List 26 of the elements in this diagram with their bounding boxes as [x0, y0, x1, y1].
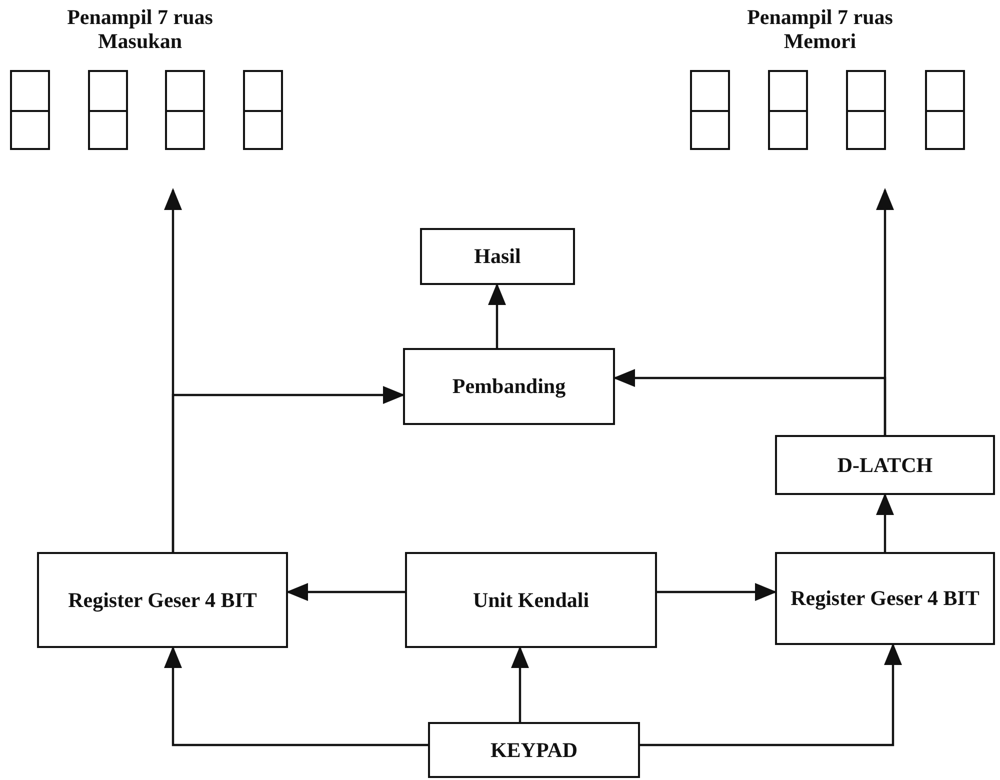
seven-segment-digit [88, 70, 128, 150]
process-box: Register Geser 4 BIT [775, 552, 995, 645]
seven-segment-digit [10, 70, 50, 150]
display-heading: Penampil 7 ruas Masukan [66, 5, 214, 54]
display-heading: Penampil 7 ruas Memori [746, 5, 894, 54]
process-box: Register Geser 4 BIT [37, 552, 288, 648]
seven-segment-digit [690, 70, 730, 150]
process-box: Unit Kendali [405, 552, 657, 648]
arrow [172, 386, 405, 552]
process-box: Pembanding [403, 348, 615, 425]
seven-segment-digit [768, 70, 808, 150]
arrow [613, 369, 886, 435]
process-box: Hasil [420, 228, 575, 285]
arrow [657, 583, 777, 601]
seven-segment-digit [243, 70, 283, 150]
process-box: D-LATCH [775, 435, 995, 495]
arrow [876, 493, 894, 552]
seven-segment-digit [165, 70, 205, 150]
arrow [286, 583, 405, 601]
arrow [640, 643, 902, 746]
arrow [488, 283, 506, 348]
arrow [511, 646, 529, 722]
process-box: KEYPAD [428, 722, 640, 778]
seven-segment-digit [925, 70, 965, 150]
arrow [164, 646, 428, 746]
seven-segment-digit [846, 70, 886, 150]
